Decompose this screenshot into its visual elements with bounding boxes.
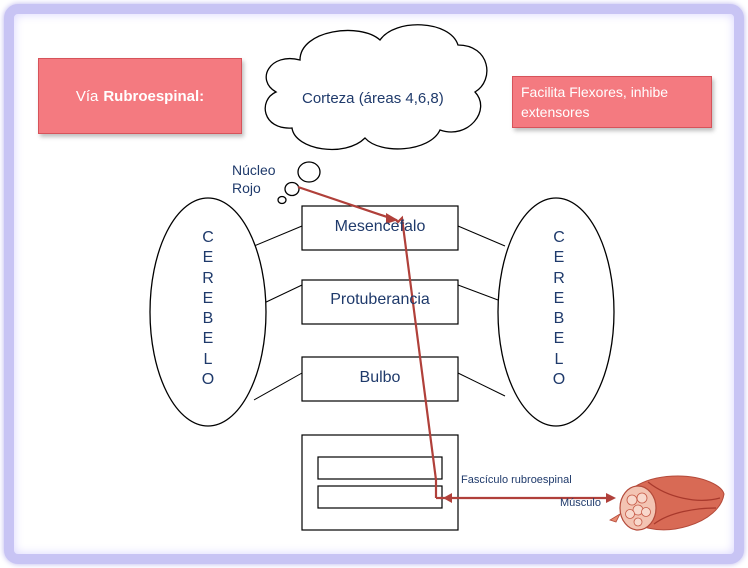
nucleus-label-line2: Rojo: [232, 180, 261, 196]
protuberancia-label: Protuberancia: [330, 291, 430, 308]
cerebellum-letter: C: [202, 229, 214, 246]
cerebellum-letter: E: [553, 330, 565, 348]
mesencefalo-box: [301, 205, 459, 251]
protuberancia-box: [301, 279, 459, 325]
cerebellum-letter: O: [201, 371, 215, 389]
spinal-segment-lower: [317, 485, 443, 509]
cloud-icon: [264, 24, 488, 205]
cerebellum-letter: R: [202, 269, 214, 287]
cerebellum-letter: E: [553, 249, 565, 267]
spinal-cord-box: [301, 434, 459, 531]
title-prefix: Vía: [75, 87, 99, 105]
arrowheads: [386, 213, 616, 503]
bulbo-box: [301, 356, 459, 402]
cerebellum-letter: L: [203, 350, 213, 368]
muscle-fiber-icon: [609, 475, 725, 531]
cerebellum-right-oval: [497, 197, 615, 427]
muscle-label: Músculo: [560, 497, 601, 509]
cerebellum-left-text: C E R E B E L O: [198, 228, 218, 390]
cerebellum-letter: E: [553, 289, 565, 307]
tract-label: Fascículo rubroespinal: [461, 474, 572, 486]
function-note: Facilita Flexores, inhibe extensores: [512, 76, 712, 128]
cerebellum-letter: B: [553, 310, 565, 328]
connector-lines: [253, 225, 506, 401]
nucleus-label-line1: Núcleo: [232, 162, 276, 178]
cerebellum-left-oval: [149, 197, 267, 427]
mesencefalo-label: Mesencefalo: [334, 218, 426, 235]
spinal-segment-upper: [317, 456, 443, 480]
cerebellum-letter: B: [202, 310, 214, 328]
title-main: Rubroespinal:: [103, 87, 205, 105]
cerebellum-letter: E: [202, 249, 214, 267]
cerebellum-letter: E: [202, 330, 214, 348]
cerebellum-letter: R: [553, 269, 565, 287]
bulbo-label: Bulbo: [359, 369, 401, 386]
slide-title: Vía Rubroespinal:: [38, 58, 242, 134]
cerebellum-letter: L: [554, 350, 564, 368]
cortex-label: Corteza (áreas 4,6,8): [302, 90, 444, 107]
cerebellum-letter: E: [202, 289, 214, 307]
cerebellum-right-text: C E R E B E L O: [549, 228, 569, 390]
cerebellum-letter: O: [552, 371, 566, 389]
cerebellum-letter: C: [553, 229, 565, 246]
